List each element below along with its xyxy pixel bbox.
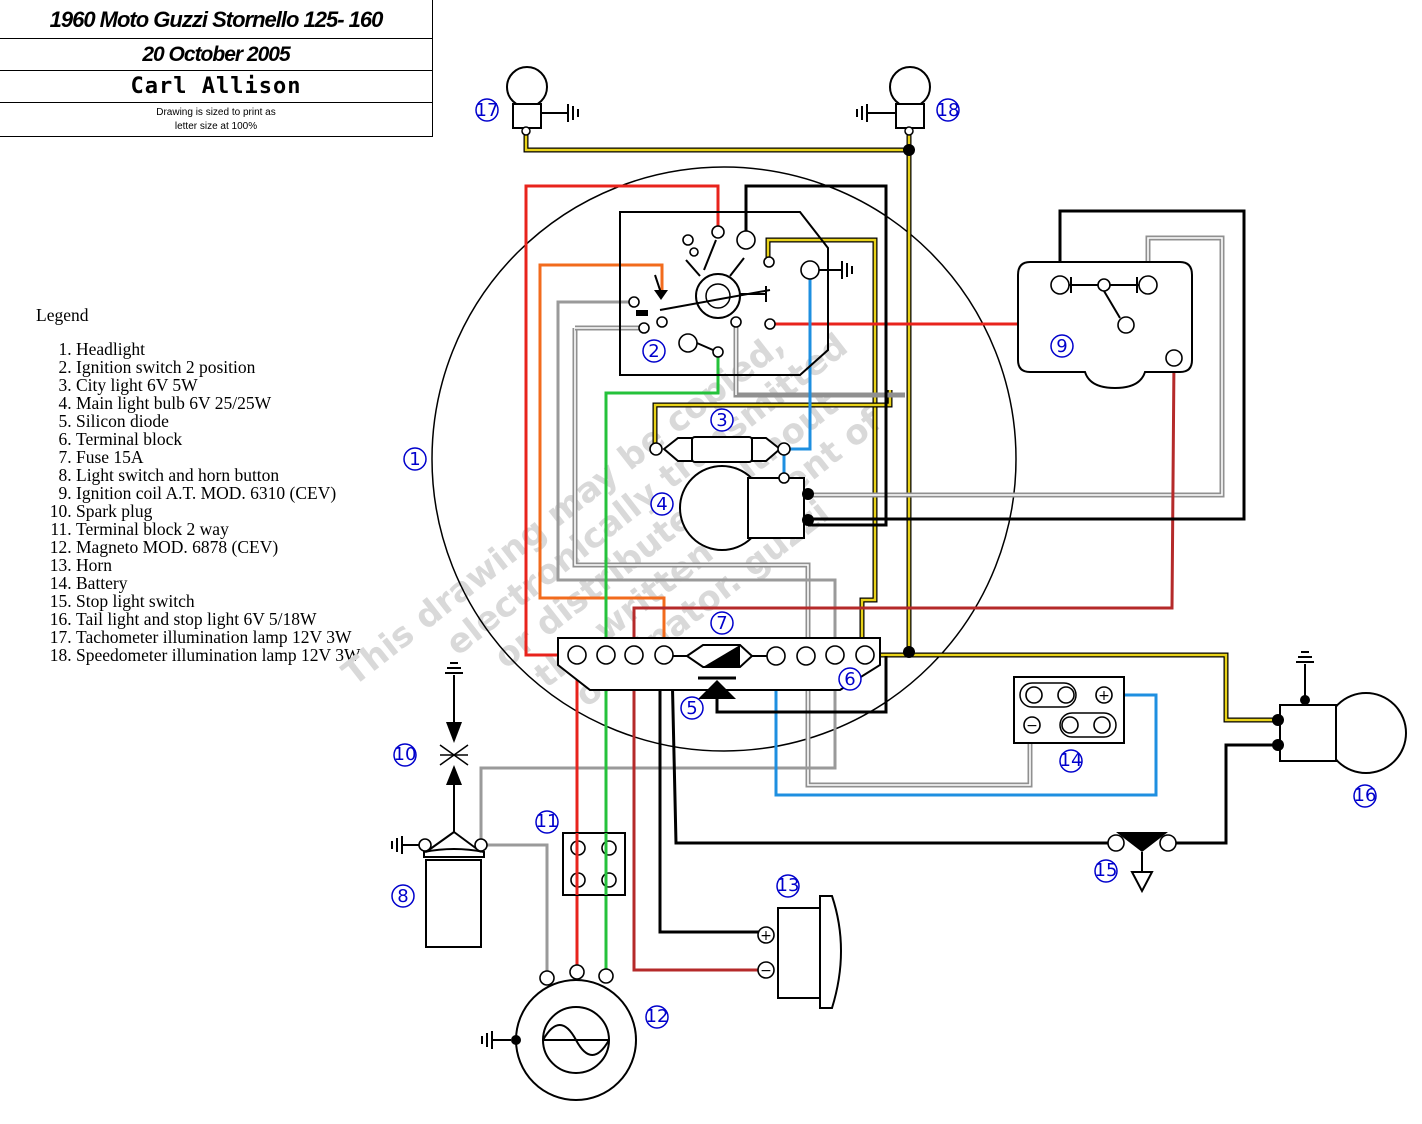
drawing-title: 1960 Moto Guzzi Stornello 125- 160 <box>0 0 432 39</box>
legend-item: Main light bulb 6V 25/25W <box>76 394 361 412</box>
battery: + − <box>1013 676 1125 744</box>
fuse <box>673 644 767 668</box>
label-6: 6 <box>844 669 855 690</box>
silicon-diode <box>698 676 736 699</box>
blue-wires <box>774 270 1158 797</box>
legend-item: Headlight <box>76 340 361 358</box>
component-number-labels: 17 18 2 9 3 1 4 7 6 5 10 14 16 11 15 13 … <box>391 98 1377 1029</box>
legend-item: Ignition switch 2 position <box>76 358 361 376</box>
drawing-date: 20 October 2005 <box>0 39 432 71</box>
magneto <box>481 964 637 1101</box>
legend-item: Terminal block 2 way <box>76 520 361 538</box>
light-switch <box>391 831 488 948</box>
legend-list: Headlight Ignition switch 2 position Cit… <box>36 340 361 664</box>
label-18: 18 <box>937 100 960 121</box>
terminal-block-2-way <box>562 832 626 896</box>
battery-plus-sign: + <box>1098 688 1110 704</box>
label-11: 11 <box>536 811 559 832</box>
label-12: 12 <box>646 1006 669 1027</box>
horn: + − <box>757 895 842 1009</box>
legend-item: Horn <box>76 556 361 574</box>
legend-item: Speedometer illumination lamp 12V 3W <box>76 646 361 664</box>
horn-plus-sign: + <box>760 928 772 944</box>
label-9: 9 <box>1056 336 1067 357</box>
legend-item: Tachometer illumination lamp 12V 3W <box>76 628 361 646</box>
print-note-line2: letter size at 100% <box>174 121 258 132</box>
legend-item: Light switch and horn button <box>76 466 361 484</box>
main-light-bulb <box>679 465 814 551</box>
junction-dot <box>903 144 915 156</box>
horn-minus-sign: − <box>760 963 772 979</box>
legend-item: City light 6V 5W <box>76 376 361 394</box>
label-7: 7 <box>716 613 727 634</box>
label-5: 5 <box>686 698 697 719</box>
label-17: 17 <box>476 100 499 121</box>
label-16: 16 <box>1354 785 1377 806</box>
headlight-outline <box>431 166 1017 752</box>
legend-item: Terminal block <box>76 430 361 448</box>
legend-item: Silicon diode <box>76 412 361 430</box>
legend-item: Stop light switch <box>76 592 361 610</box>
drawing-author: Carl Allison <box>0 71 432 103</box>
legend-item: Tail light and stop light 6V 5/18W <box>76 610 361 628</box>
legend-item: Ignition coil A.T. MOD. 6310 (CEV) <box>76 484 361 502</box>
label-2: 2 <box>648 341 659 362</box>
city-light-bulb <box>649 436 791 463</box>
print-note: Drawing is sized to print as letter size… <box>0 103 432 134</box>
legend-item: Battery <box>76 574 361 592</box>
legend-item: Magneto MOD. 6878 (CEV) <box>76 538 361 556</box>
stop-light-switch <box>1107 832 1177 894</box>
label-14: 14 <box>1060 750 1083 771</box>
watermark: This drawing may be copied, electronical… <box>335 324 890 715</box>
label-4: 4 <box>656 494 667 515</box>
title-block: 1960 Moto Guzzi Stornello 125- 160 20 Oc… <box>0 0 433 137</box>
legend-item: Fuse 15A <box>76 448 361 466</box>
legend-title: Legend <box>36 305 89 325</box>
ignition-coil <box>1017 261 1193 390</box>
print-note-line1: Drawing is sized to print as <box>156 107 276 118</box>
legend: Legend Headlight Ignition switch 2 posit… <box>36 306 361 664</box>
label-15: 15 <box>1095 860 1118 881</box>
tail-light <box>1272 651 1407 774</box>
label-1: 1 <box>409 449 420 470</box>
label-3: 3 <box>716 410 727 431</box>
label-13: 13 <box>777 875 800 896</box>
speedometer-lamp <box>856 66 931 136</box>
label-10: 10 <box>394 744 417 765</box>
label-8: 8 <box>397 886 408 907</box>
legend-item: Spark plug <box>76 502 361 520</box>
battery-minus-sign: − <box>1026 718 1038 734</box>
ignition-switch <box>619 211 853 376</box>
junction-dot <box>903 646 915 658</box>
spark-plug <box>439 662 469 832</box>
brown-wires <box>632 357 1176 972</box>
tachometer-lamp <box>506 66 579 136</box>
